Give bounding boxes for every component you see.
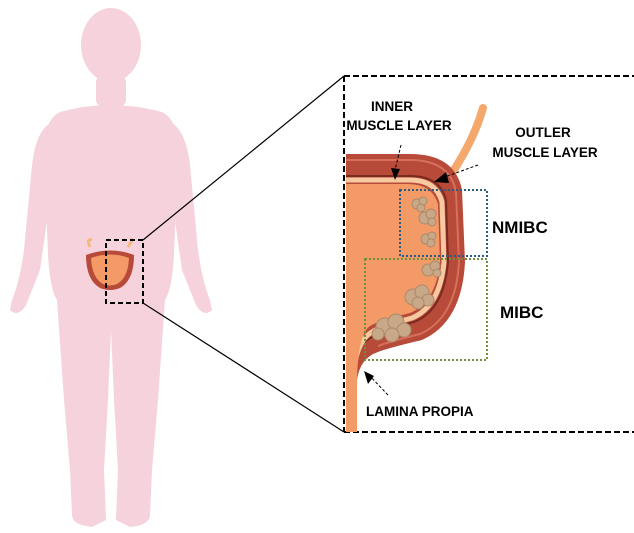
inner-muscle-label-line1: INNER — [371, 99, 413, 114]
outer-muscle-label-line1: OUTLER — [515, 125, 571, 140]
ureter — [450, 108, 483, 176]
inner-muscle-label-line2: MUSCLE LAYER — [346, 118, 452, 133]
connector-line-bottom — [143, 303, 344, 432]
nmibc-label: NMIBC — [492, 218, 548, 237]
outer-muscle-label-line2: MUSCLE LAYER — [492, 145, 598, 160]
mibc-label: MIBC — [500, 303, 543, 322]
lamina-propia-label: LAMINA PROPIA — [366, 404, 474, 419]
arrow-lamina — [364, 371, 388, 395]
